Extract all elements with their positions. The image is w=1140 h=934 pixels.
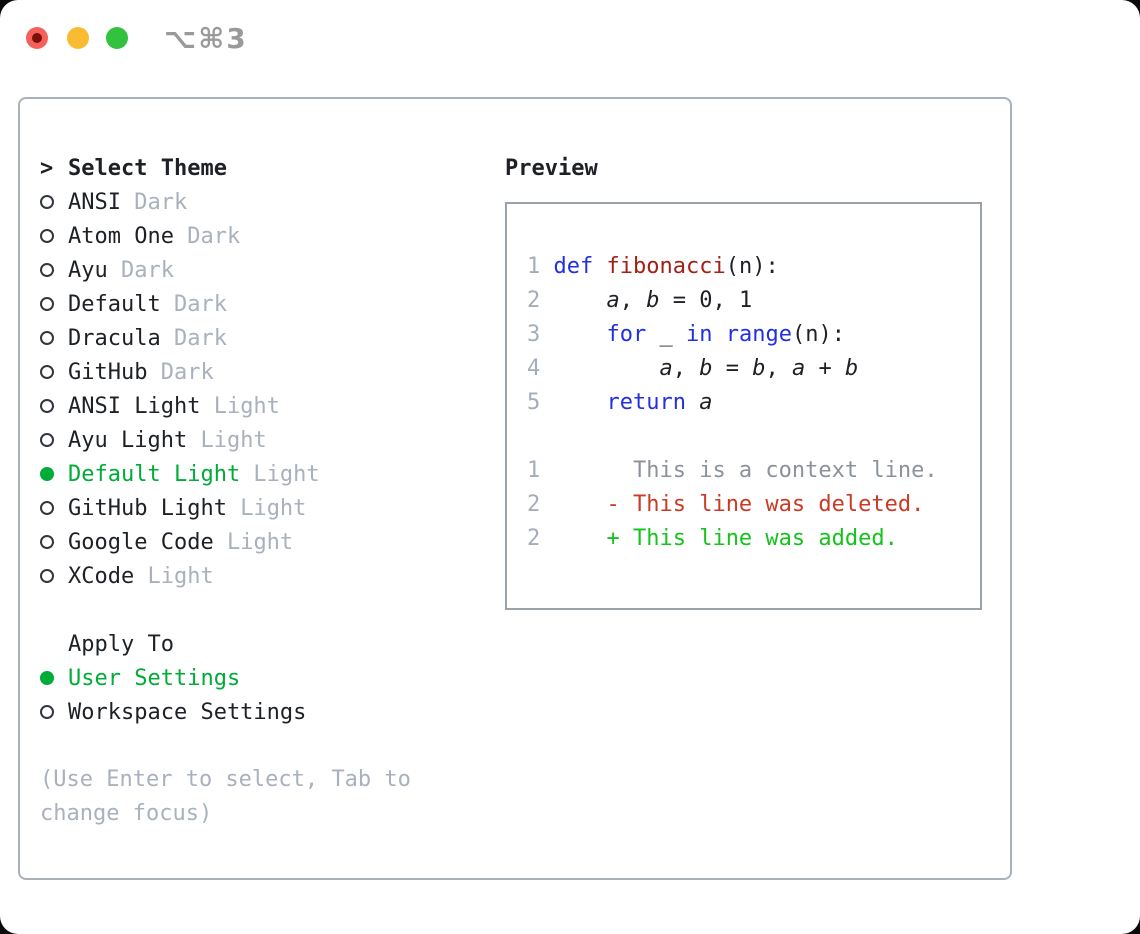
- option-variant-label: Dark: [160, 291, 227, 317]
- option-label: Ayu Light: [68, 427, 188, 453]
- radio-unselected-icon: [40, 705, 68, 719]
- option-label: Default: [68, 291, 161, 317]
- minimize-button[interactable]: [67, 27, 89, 49]
- theme-option[interactable]: Ayu Dark: [40, 253, 411, 287]
- radio-selected-icon: [40, 671, 68, 685]
- option-variant-label: Dark: [160, 325, 227, 351]
- radio-unselected-icon: [40, 365, 68, 379]
- option-label: Dracula: [68, 325, 161, 351]
- diff-line: 2 + This line was added.: [527, 526, 898, 551]
- theme-option[interactable]: Atom One Dark: [40, 219, 411, 253]
- option-label: GitHub Light: [68, 495, 227, 521]
- code-line: 4 a, b = b, a + b: [527, 356, 859, 381]
- preview-column: Preview 1 def fibonacci(n): 2 a, b = 0, 1…: [505, 151, 982, 610]
- radio-unselected-icon: [40, 569, 68, 583]
- option-label: Workspace Settings: [68, 699, 307, 725]
- theme-option[interactable]: ANSI Light Light: [40, 389, 411, 423]
- blank-line: [527, 420, 980, 454]
- option-variant-label: Light: [226, 495, 307, 521]
- window-title: ⌥⌘3: [164, 22, 248, 55]
- titlebar: ⌥⌘3: [0, 0, 1140, 76]
- radio-selected-icon: [40, 467, 68, 481]
- theme-option[interactable]: ANSI Dark: [40, 185, 411, 219]
- option-variant-label: Light: [187, 427, 267, 453]
- option-variant-label: Light: [134, 563, 214, 589]
- code-line: 2 a, b = 0, 1: [527, 288, 753, 313]
- option-variant-label: Light: [240, 461, 320, 487]
- radio-unselected-icon: [40, 501, 68, 515]
- theme-option[interactable]: XCode Light: [40, 559, 411, 593]
- apply-to-label: Apply To: [68, 631, 174, 657]
- option-variant-label: Dark: [147, 359, 214, 385]
- option-label: Atom One: [68, 223, 174, 249]
- code-line: 1 def fibonacci(n):: [527, 254, 779, 279]
- theme-option[interactable]: Default Dark: [40, 287, 411, 321]
- radio-unselected-icon: [40, 195, 68, 209]
- preview-box: 1 def fibonacci(n): 2 a, b = 0, 1 3 for _ …: [505, 202, 982, 610]
- option-variant-label: Dark: [173, 223, 241, 249]
- radio-unselected-icon: [40, 399, 68, 413]
- option-label: GitHub: [68, 359, 148, 385]
- select-theme-header: > Select Theme: [40, 151, 411, 185]
- cursor-caret-icon: >: [40, 155, 54, 181]
- option-label: ANSI: [68, 189, 121, 215]
- apply-option[interactable]: Workspace Settings: [40, 695, 411, 729]
- radio-unselected-icon: [40, 229, 68, 243]
- radio-unselected-icon: [40, 331, 68, 345]
- select-theme-label: Select Theme: [68, 155, 227, 181]
- option-variant-label: Light: [213, 529, 294, 555]
- code-line: 5 return a: [527, 390, 713, 415]
- help-text-line-1: (Use Enter to select, Tab to: [40, 767, 411, 792]
- option-variant-label: Dark: [107, 257, 174, 283]
- apply-option[interactable]: User Settings: [40, 661, 411, 695]
- radio-unselected-icon: [40, 535, 68, 549]
- radio-unselected-icon: [40, 263, 68, 277]
- apply-to-header: Apply To: [40, 627, 411, 661]
- radio-unselected-icon: [40, 433, 68, 447]
- option-label: User Settings: [68, 665, 241, 691]
- theme-option[interactable]: Default Light Light: [40, 457, 411, 491]
- diff-line: 2 - This line was deleted.: [527, 492, 925, 517]
- option-label: Google Code: [68, 529, 214, 555]
- option-label: ANSI Light: [68, 393, 201, 419]
- help-text-line-2: change focus): [40, 801, 213, 826]
- option-variant-label: Dark: [120, 189, 188, 215]
- radio-unselected-icon: [40, 297, 68, 311]
- option-label: Ayu: [68, 257, 108, 283]
- option-label: XCode: [68, 563, 135, 589]
- code-line: 3 for _ in range(n):: [527, 322, 845, 347]
- diff-line: 1 This is a context line.: [527, 458, 938, 483]
- theme-option[interactable]: Dracula Dark: [40, 321, 411, 355]
- code-preview: 1 def fibonacci(n): 2 a, b = 0, 1 3 for _ …: [527, 250, 980, 420]
- option-variant-label: Light: [200, 393, 280, 419]
- zoom-button[interactable]: [106, 27, 128, 49]
- theme-option[interactable]: GitHub Light Light: [40, 491, 411, 525]
- diff-preview: 1 This is a context line. 2 - This line w…: [527, 454, 980, 556]
- theme-option[interactable]: GitHub Dark: [40, 355, 411, 389]
- close-button[interactable]: [26, 27, 48, 49]
- theme-option[interactable]: Ayu Light Light: [40, 423, 411, 457]
- theme-option[interactable]: Google Code Light: [40, 525, 411, 559]
- preview-label: Preview: [505, 155, 598, 181]
- option-label: Default Light: [68, 461, 241, 487]
